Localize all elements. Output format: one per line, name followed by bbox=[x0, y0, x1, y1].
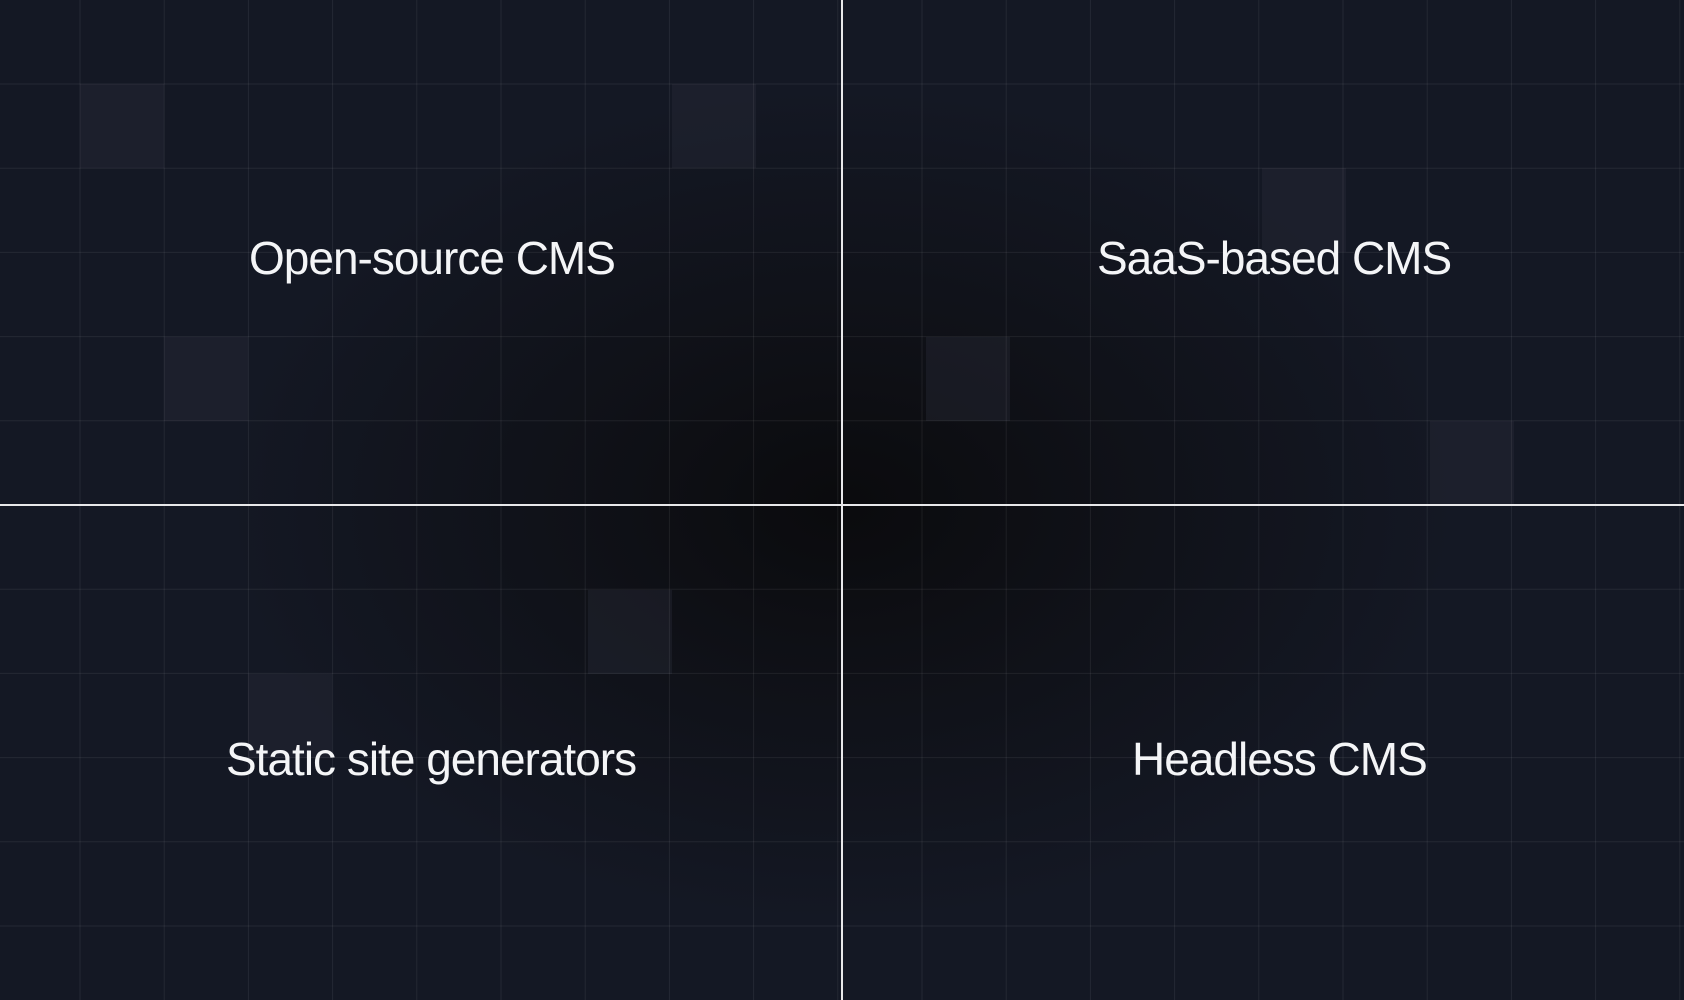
quadrant-bottom-right: Headless CMS bbox=[842, 505, 1684, 1000]
highlight-cell bbox=[80, 84, 164, 168]
quadrant-top-left: Open-source CMS bbox=[0, 0, 842, 500]
highlight-cell bbox=[672, 84, 756, 168]
highlight-cell bbox=[588, 590, 672, 674]
highlight-cells bbox=[80, 84, 1514, 758]
quadrant-label-saas-based-cms: SaaS-based CMS bbox=[1097, 232, 1452, 284]
quadrant-label-headless-cms: Headless CMS bbox=[1132, 733, 1428, 785]
quadrant-label-static-site-generators: Static site generators bbox=[226, 733, 637, 785]
horizontal-axis-divider bbox=[0, 504, 1684, 506]
highlight-cell bbox=[164, 337, 248, 421]
highlight-cell bbox=[248, 674, 332, 758]
quadrant-label-open-source-cms: Open-source CMS bbox=[249, 232, 616, 284]
quadrant-bottom-left: Static site generators bbox=[0, 505, 842, 1000]
vertical-axis-divider bbox=[841, 0, 843, 1000]
highlight-cell bbox=[926, 337, 1010, 421]
quadrant-top-right: SaaS-based CMS bbox=[842, 0, 1684, 500]
highlight-cell bbox=[1262, 168, 1346, 252]
highlight-cell bbox=[1430, 421, 1514, 505]
